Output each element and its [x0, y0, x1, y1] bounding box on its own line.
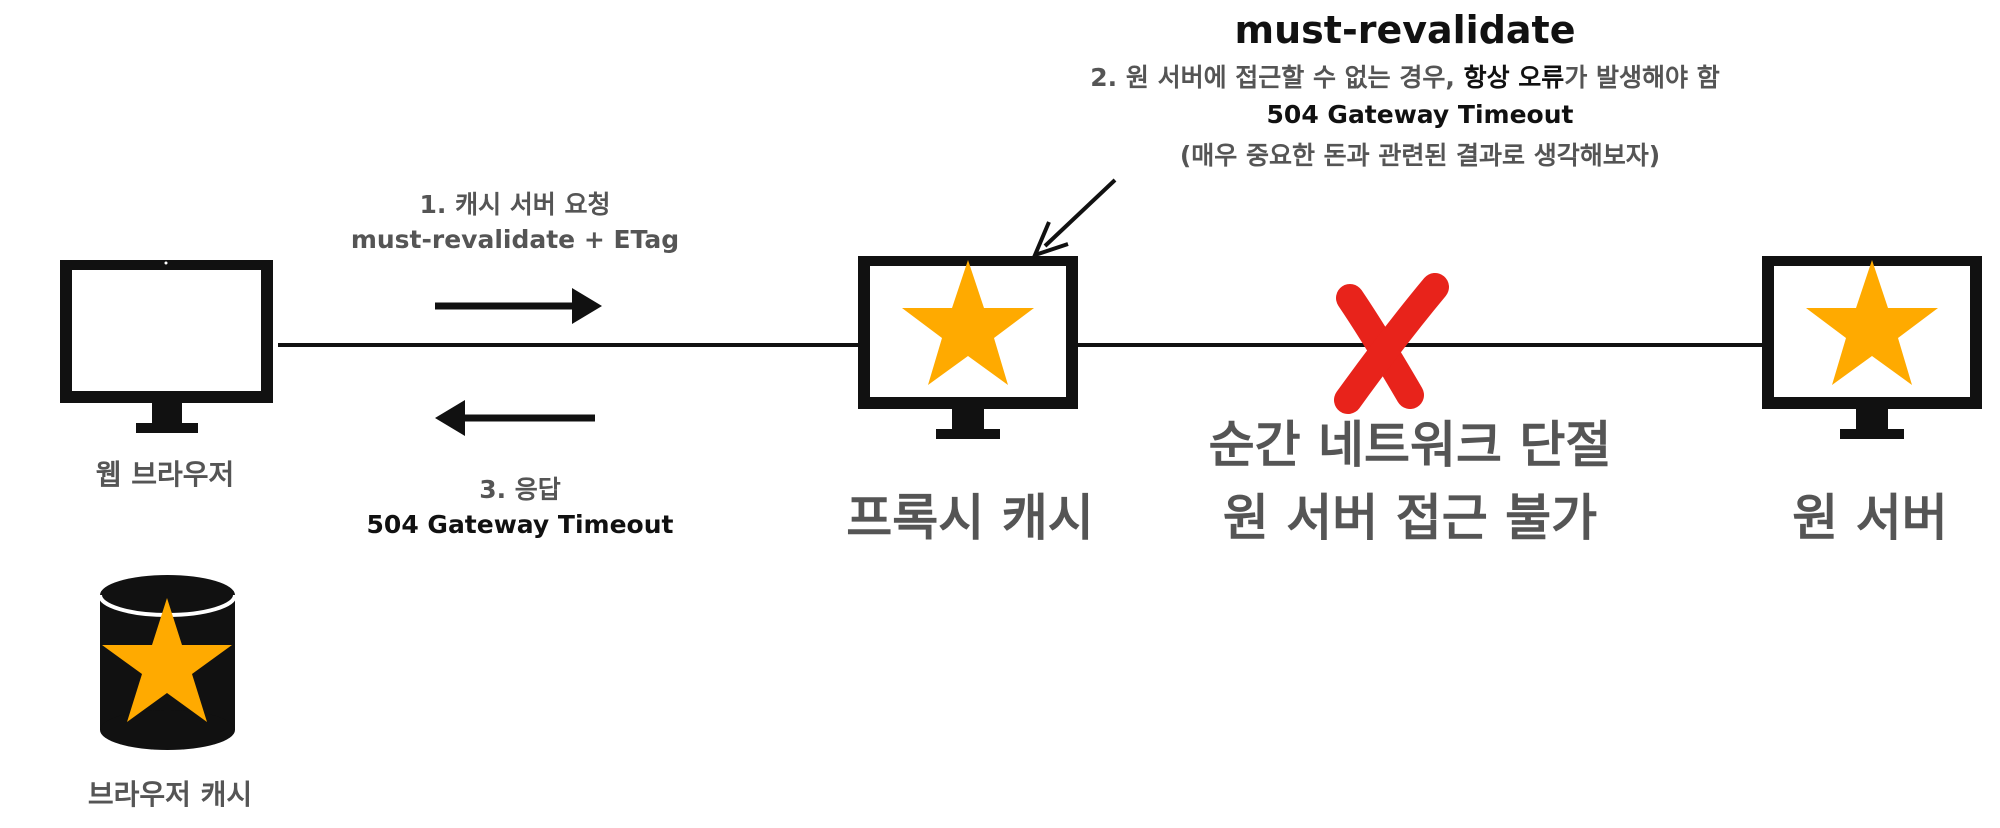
browser-label: 웹 브라우저 [95, 458, 235, 491]
note-line-1-suffix: 가 발생해야 함 [1564, 63, 1720, 92]
response-arrow-icon [435, 400, 595, 436]
note-line-1-emphasis: 항상 오류 [1463, 63, 1565, 92]
note-line-3: (매우 중요한 돈과 관련된 결과로 생각해보자) [1179, 141, 1661, 170]
disconnect-cross-icon [1334, 273, 1449, 414]
annotation-arrow-icon [1031, 178, 1117, 259]
request-arrow-icon [435, 288, 602, 324]
browser-cache-star-icon [102, 598, 232, 722]
proxy-cache-label: 프록시 캐시 [846, 489, 1094, 547]
proxy-star-icon [902, 260, 1034, 385]
response-label-line-1: 3. 응답 [479, 475, 561, 504]
browser-monitor-icon [60, 260, 273, 433]
network-label-line-1: 순간 네트워크 단절 [1208, 416, 1612, 474]
origin-monitor-icon [1762, 256, 1982, 439]
note-line-2: 504 Gateway Timeout [1266, 100, 1574, 129]
proxy-monitor-icon [858, 256, 1078, 439]
browser-cache-label: 브라우저 캐시 [87, 778, 253, 811]
request-label-line-2: must-revalidate + ETag [350, 225, 680, 254]
network-label-line-2: 원 서버 접근 불가 [1222, 489, 1598, 547]
origin-star-icon [1806, 260, 1938, 385]
browser-cache-cylinder-icon [98, 575, 237, 750]
request-label-line-1: 1. 캐시 서버 요청 [419, 190, 611, 219]
origin-server-label: 원 서버 [1792, 489, 1948, 547]
response-label-line-2: 504 Gateway Timeout [366, 510, 674, 539]
note-line-1-prefix: 2. 원 서버에 접근할 수 없는 경우, [1090, 63, 1464, 92]
note-line-1: 2. 원 서버에 접근할 수 없는 경우, 항상 오류가 발생해야 함 [985, 58, 1825, 94]
diagram-title: must-revalidate [1234, 8, 1576, 52]
